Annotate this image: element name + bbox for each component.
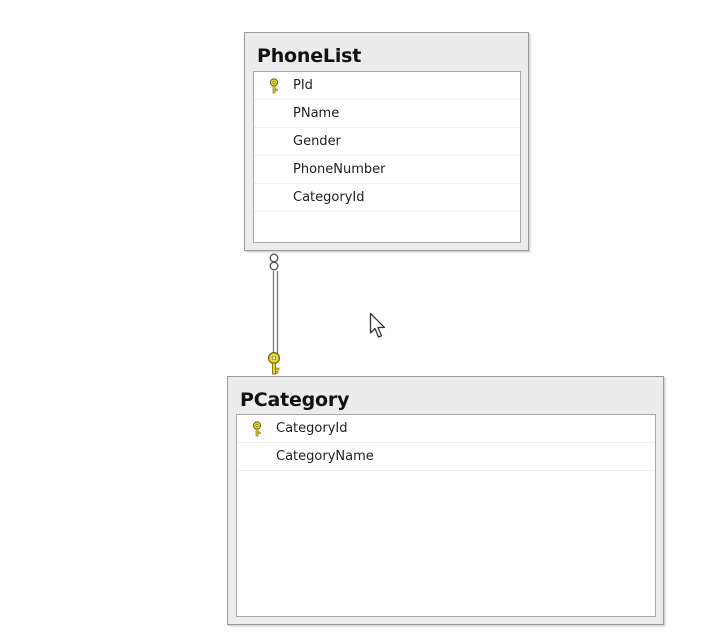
table-title: PCategory	[240, 389, 350, 411]
column-row-gender[interactable]: Gender	[254, 128, 520, 156]
column-row-categoryid[interactable]: CategoryId	[254, 184, 520, 212]
infinity-end-icon	[269, 253, 279, 271]
column-grid: PId PName Gender PhoneNumber CategoryId	[253, 71, 521, 243]
column-row-pname[interactable]: PName	[254, 100, 520, 128]
column-name: PId	[293, 78, 313, 93]
relationship-line[interactable]	[262, 250, 290, 378]
key-icon	[252, 421, 262, 437]
key-icon	[269, 78, 279, 94]
column-name: CategoryId	[293, 190, 365, 205]
column-name: CategoryName	[276, 449, 374, 464]
table-title: PhoneList	[257, 45, 362, 67]
column-row-categoryname[interactable]: CategoryName	[237, 443, 655, 471]
table-pcategory[interactable]: PCategory CategoryId CategoryName	[227, 376, 664, 625]
column-grid: CategoryId CategoryName	[236, 414, 656, 617]
column-row-phonenumber[interactable]: PhoneNumber	[254, 156, 520, 184]
column-row-categoryid[interactable]: CategoryId	[237, 415, 655, 443]
column-row-pid[interactable]: PId	[254, 72, 520, 100]
table-phonelist[interactable]: PhoneList PId PName Gender PhoneNumber	[244, 32, 529, 251]
key-end-icon	[267, 351, 281, 375]
column-name: CategoryId	[276, 421, 348, 436]
column-name: PhoneNumber	[293, 162, 386, 177]
column-name: PName	[293, 106, 340, 121]
mouse-cursor-icon	[369, 312, 386, 338]
column-name: Gender	[293, 134, 341, 149]
